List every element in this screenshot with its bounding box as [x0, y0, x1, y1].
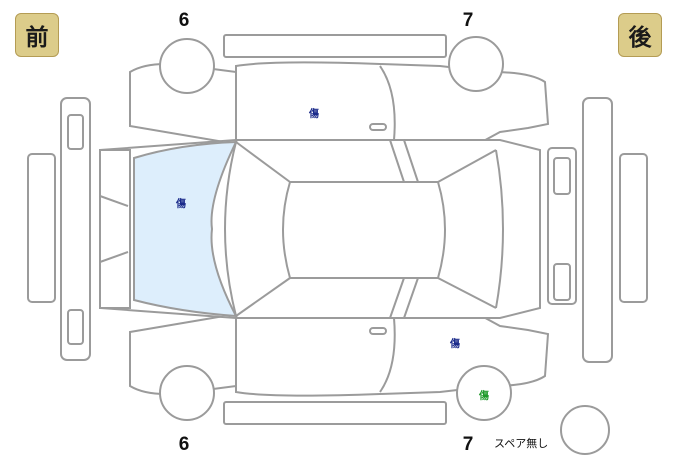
damage-mark-right-rear-door: 傷: [450, 339, 460, 350]
tire-front-bottom-number: 6: [178, 434, 190, 455]
tail-lamp-right: [553, 263, 571, 301]
spare-tire-label: スペア無し: [494, 437, 549, 450]
damage-mark-right-rear-tire: 傷: [479, 391, 489, 402]
right-door-handle: [369, 327, 387, 335]
right-side-sill-bar: [223, 401, 447, 425]
damage-mark-windshield: 傷: [176, 199, 186, 210]
roof: [282, 181, 446, 279]
left-side-sill-bar: [223, 34, 447, 58]
tail-lamp-left: [553, 157, 571, 195]
hood: [99, 149, 131, 309]
front-badge: 前: [15, 13, 59, 57]
right-rear-tire: [456, 365, 512, 421]
front-bumper-bar: [60, 97, 91, 361]
spare-tire-circle: [560, 405, 610, 455]
damage-mark-roof-left-side: 傷: [309, 109, 319, 120]
front-lamp-right: [67, 309, 84, 345]
left-rear-tire: [448, 36, 504, 92]
left-door-handle: [369, 123, 387, 131]
front-lamp-left: [67, 114, 84, 150]
rear-bumper-bar: [582, 97, 613, 363]
tire-rear-top-number: 7: [462, 10, 474, 31]
tire-front-top-number: 6: [178, 10, 190, 31]
rear-badge: 後: [618, 13, 662, 57]
tire-rear-bottom-number: 7: [462, 434, 474, 455]
rear-view-bar: [619, 153, 648, 303]
left-front-tire: [159, 38, 215, 94]
right-front-tire: [159, 365, 215, 421]
windshield: [133, 140, 238, 318]
front-view-grille-bar: [27, 153, 56, 303]
